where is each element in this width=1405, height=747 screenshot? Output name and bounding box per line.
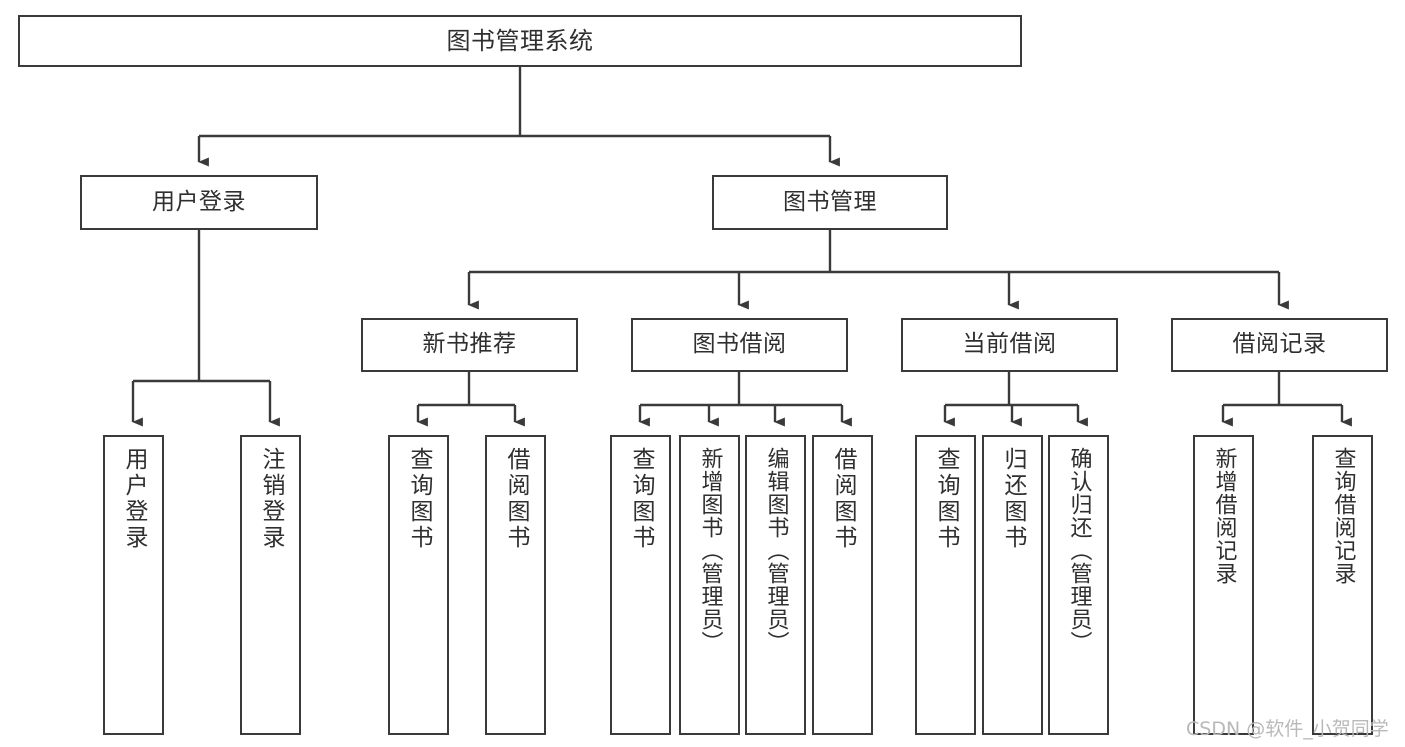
node-label: 查询图书 [406,447,432,551]
node-user-login[interactable]: 用户登录 [80,175,318,230]
node-label: 借阅记录 [1232,331,1327,358]
node-leaf-confirm-return[interactable]: 确认归还（管理员） [1048,435,1109,735]
node-leaf-user-login[interactable]: 用户登录 [103,435,164,735]
node-label: 查询图书 [933,447,959,551]
node-book-manage[interactable]: 图书管理 [712,175,948,230]
node-new-book-recommend[interactable]: 新书推荐 [361,318,578,372]
node-book-borrow[interactable]: 图书借阅 [631,318,848,372]
node-leaf-edit-book[interactable]: 编辑图书（管理员） [745,435,806,735]
node-leaf-query-book-2[interactable]: 查询图书 [610,435,671,735]
node-leaf-query-book-3[interactable]: 查询图书 [915,435,976,735]
node-leaf-query-book-1[interactable]: 查询图书 [388,435,449,735]
node-leaf-borrow-book-2[interactable]: 借阅图书 [812,435,873,735]
node-leaf-query-record[interactable]: 查询借阅记录 [1312,435,1373,735]
node-label: 确认归还（管理员） [1066,447,1092,654]
node-label: 图书管理 [783,188,877,215]
csdn-watermark: CSDN @软件_小贺同学 [1186,718,1389,740]
node-label: 新书推荐 [422,331,517,358]
node-label: 归还图书 [1000,447,1026,551]
node-label: 查询借阅记录 [1330,447,1356,585]
node-label: 图书管理系统 [446,26,594,55]
node-label: 图书借阅 [692,331,787,358]
node-label: 新增图书（管理员） [697,447,723,654]
node-leaf-add-record[interactable]: 新增借阅记录 [1193,435,1254,735]
node-label: 注销登录 [258,447,284,551]
node-label: 用户登录 [152,188,246,215]
node-leaf-return-book[interactable]: 归还图书 [982,435,1043,735]
node-leaf-logout-login[interactable]: 注销登录 [240,435,301,735]
node-label: 借阅图书 [830,447,856,551]
node-leaf-add-book[interactable]: 新增图书（管理员） [679,435,740,735]
node-label: 用户登录 [121,447,147,551]
node-label: 查询图书 [628,447,654,551]
node-label: 借阅图书 [503,447,529,551]
node-label: 编辑图书（管理员） [763,447,789,654]
node-label: 新增借阅记录 [1211,447,1237,585]
node-root-book-management-system[interactable]: 图书管理系统 [18,15,1022,67]
node-leaf-borrow-book-1[interactable]: 借阅图书 [485,435,546,735]
node-current-borrow[interactable]: 当前借阅 [901,318,1118,372]
node-borrow-record[interactable]: 借阅记录 [1171,318,1388,372]
node-label: 当前借阅 [962,331,1057,358]
